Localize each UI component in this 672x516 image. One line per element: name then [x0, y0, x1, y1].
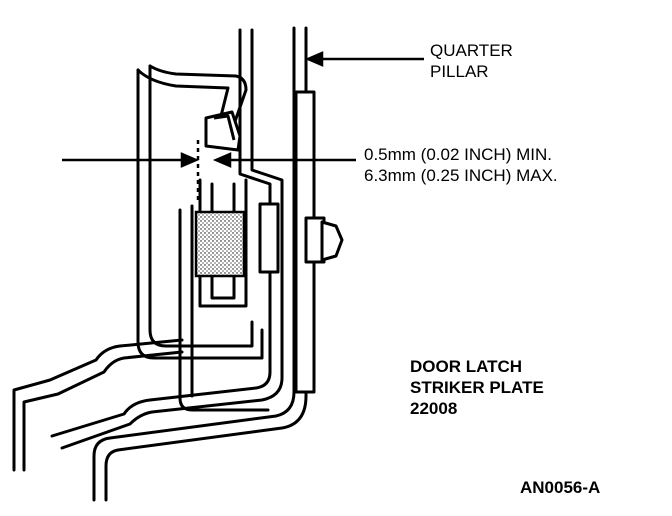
striker-pin-shadow — [213, 114, 236, 141]
striker-pin-head — [204, 110, 242, 152]
pillar-inner-sheet-a — [50, 28, 272, 438]
door-panel-top-lip — [148, 64, 248, 132]
latch-rotor — [194, 210, 246, 278]
part-name-line2: STRIKER PLATE — [410, 378, 544, 397]
door-panel-top-lip-inner — [136, 68, 230, 122]
striker-plate — [258, 202, 280, 274]
quarter-pillar-leader-arrow — [304, 51, 324, 67]
latch-housing — [178, 208, 270, 412]
door-outer-skin-b — [22, 350, 184, 472]
quarter-pillar-panel-inner — [104, 26, 308, 502]
gap-min-label: 0.5mm (0.02 INCH) MIN. — [364, 145, 552, 164]
figure-id-label: AN0056-A — [520, 478, 600, 497]
gap-arrow-left-head — [180, 152, 200, 168]
part-name-line1: DOOR LATCH — [410, 357, 522, 376]
quarter-pillar-panel-outer — [92, 26, 296, 502]
door-outer-skin-a — [12, 338, 184, 472]
gap-arrow-right-head — [212, 152, 232, 168]
pillar-inner-sheet-b — [60, 28, 284, 450]
part-number-label: 22008 — [410, 399, 457, 418]
striker-bolt-head — [320, 220, 344, 262]
quarter-pillar-label-line1: QUARTER — [430, 41, 513, 60]
gap-max-label: 6.3mm (0.25 INCH) MAX. — [364, 166, 558, 185]
quarter-pillar-label-line2: PILLAR — [430, 62, 489, 81]
